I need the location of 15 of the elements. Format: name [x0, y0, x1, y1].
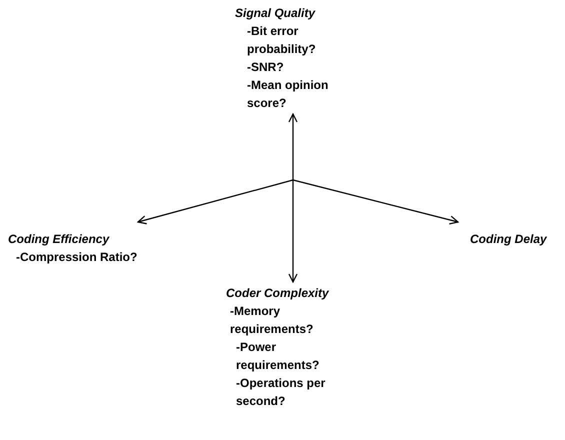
heading-text: Coding Delay: [470, 231, 548, 248]
arrow: [288, 113, 298, 180]
arrow: [292, 179, 459, 224]
bullet-text: -Compression Ratio?: [15, 249, 138, 266]
heading-text: Coder Complexity: [226, 285, 330, 302]
bullet-text: -Bit error probability?: [246, 23, 317, 58]
heading-text: Signal Quality: [235, 5, 316, 22]
bullet-text: -Operations per second?: [235, 375, 326, 410]
heading-text: Coding Efficiency: [8, 231, 110, 248]
bullet-text: -Mean opinion score?: [246, 77, 330, 112]
bullet-text: -SNR?: [246, 59, 285, 76]
bullet-text: -Power requirements?: [235, 339, 320, 374]
arrow: [137, 179, 294, 224]
arrow: [288, 180, 298, 283]
bullet-text: -Memory requirements?: [229, 303, 314, 338]
